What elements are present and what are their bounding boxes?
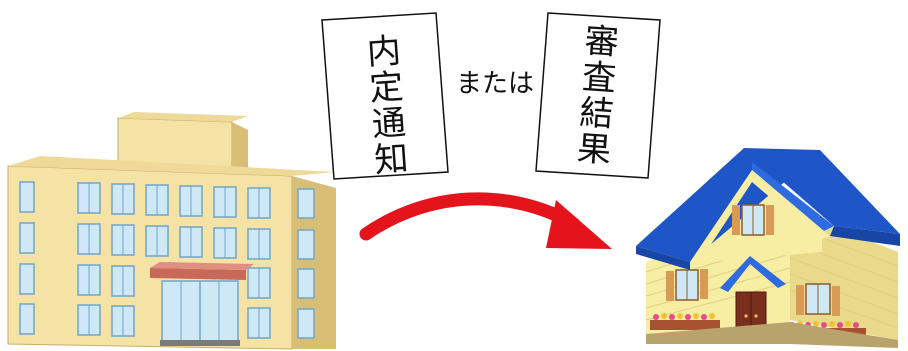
result-char-1: 審: [583, 21, 620, 63]
result-char-4: 果: [576, 129, 613, 171]
job-offer-notice-card: 内 定 通 知: [321, 12, 449, 181]
notice-char-3: 通: [371, 103, 408, 145]
notice-char-1: 内: [366, 31, 403, 73]
notice-char-2: 定: [368, 67, 405, 109]
notice-char-4: 知: [373, 139, 410, 181]
connector-text: または: [456, 69, 534, 99]
office-building-icon: [7, 112, 336, 350]
arrow-icon: [359, 192, 612, 249]
result-char-3: 結: [578, 93, 615, 135]
result-char-2: 査: [581, 57, 618, 99]
house-icon: [636, 148, 900, 348]
screening-result-card: 審 査 結 果: [535, 12, 661, 179]
